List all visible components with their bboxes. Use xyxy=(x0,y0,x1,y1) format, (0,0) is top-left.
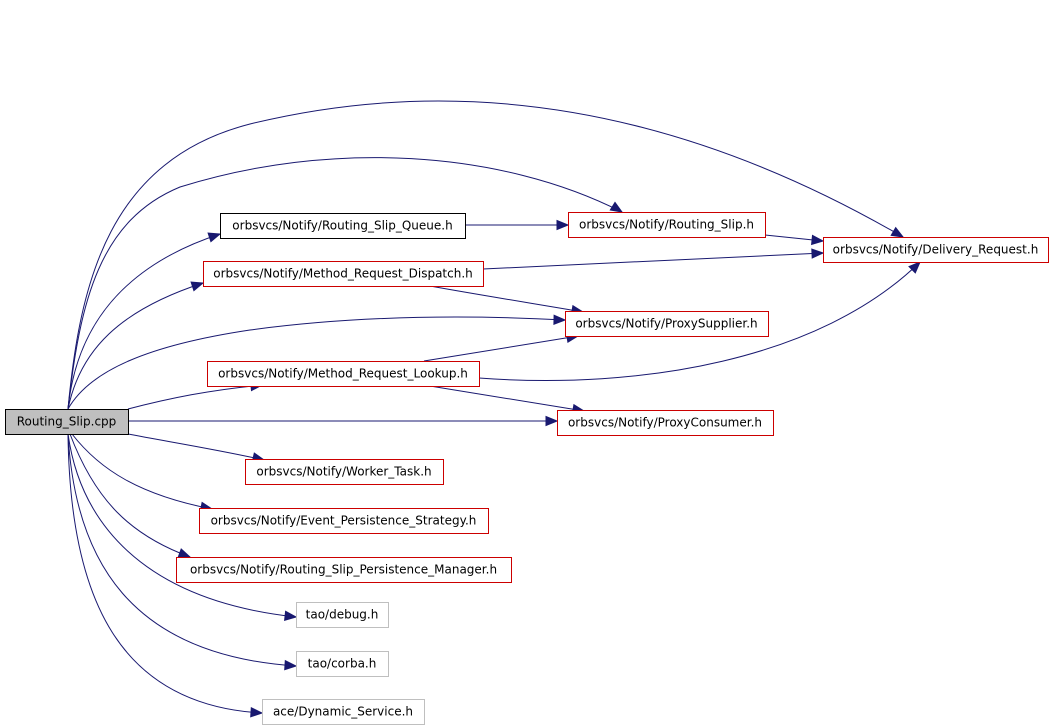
arrowhead-icon xyxy=(609,201,624,213)
node-label: tao/debug.h xyxy=(306,608,379,622)
edge-line xyxy=(67,316,566,410)
node-label: orbsvcs/Notify/ProxySupplier.h xyxy=(575,317,757,331)
node-box xyxy=(823,237,1049,263)
node-event-persistence-strategy-h[interactable]: orbsvcs/Notify/Event_Persistence_Strateg… xyxy=(199,508,489,534)
nodes-layer: Routing_Slip.cpp orbsvcs/Notify/Routing_S… xyxy=(5,212,1049,725)
arrowhead-icon xyxy=(284,610,298,621)
arrowhead-icon xyxy=(545,415,559,427)
arrowhead-icon xyxy=(908,261,921,274)
node-method-request-lookup-h[interactable]: orbsvcs/Notify/Method_Request_Lookup.h xyxy=(207,361,480,387)
arrowhead-icon xyxy=(811,248,825,259)
edge-routing-slip-cpp-to-routing-slip-queue-h xyxy=(67,232,222,410)
node-box xyxy=(245,459,444,485)
node-label: Routing_Slip.cpp xyxy=(17,415,117,429)
node-label: orbsvcs/Notify/Routing_Slip_Queue.h xyxy=(232,219,452,233)
node-tao-corba-h[interactable]: tao/corba.h xyxy=(296,651,389,677)
node-delivery-request-h[interactable]: orbsvcs/Notify/Delivery_Request.h xyxy=(823,237,1049,263)
edge-line xyxy=(71,433,213,510)
node-box xyxy=(296,602,389,628)
edge-line xyxy=(67,433,297,667)
edge-line xyxy=(67,282,204,410)
node-label: orbsvcs/Notify/Event_Persistence_Strateg… xyxy=(211,514,477,528)
edge-line xyxy=(478,261,921,382)
node-box xyxy=(557,410,774,436)
arrowhead-icon xyxy=(556,219,570,231)
edge-line xyxy=(67,433,297,618)
edge-routing-slip-queue-h-to-routing-slip-h xyxy=(465,219,570,231)
node-box xyxy=(199,508,489,534)
node-label: orbsvcs/Notify/Routing_Slip_Persistence_… xyxy=(190,563,497,577)
edge-method-request-dispatch-h-to-proxy-supplier-h xyxy=(429,285,585,316)
node-box xyxy=(565,311,769,337)
arrowhead-icon xyxy=(284,659,298,671)
node-label: tao/corba.h xyxy=(308,657,377,671)
edge-line xyxy=(67,100,904,410)
arrowhead-icon xyxy=(190,281,205,292)
node-label: orbsvcs/Notify/Delivery_Request.h xyxy=(833,243,1039,257)
node-worker-task-h[interactable]: orbsvcs/Notify/Worker_Task.h xyxy=(245,459,444,485)
node-routing-slip-persistence-manager-h[interactable]: orbsvcs/Notify/Routing_Slip_Persistence_… xyxy=(176,557,512,583)
node-label: orbsvcs/Notify/ProxyConsumer.h xyxy=(568,416,762,430)
arrowhead-icon xyxy=(553,314,567,326)
edge-method-request-dispatch-h-to-delivery-request-h xyxy=(482,248,825,270)
node-box xyxy=(207,361,480,387)
node-box xyxy=(5,409,129,435)
node-label: orbsvcs/Notify/Worker_Task.h xyxy=(256,465,431,479)
edge-method-request-lookup-h-to-proxy-supplier-h xyxy=(423,332,580,362)
node-label: orbsvcs/Notify/Method_Request_Dispatch.h xyxy=(213,267,473,281)
edge-line xyxy=(67,433,263,714)
node-routing-slip-cpp: Routing_Slip.cpp xyxy=(5,409,129,435)
edge-routing-slip-cpp-to-routing-slip-h xyxy=(67,157,624,410)
node-ace-dynamic-service-h[interactable]: ace/Dynamic_Service.h xyxy=(262,699,425,725)
edge-method-request-lookup-h-to-delivery-request-h xyxy=(478,261,921,382)
edge-line xyxy=(127,384,263,410)
node-box xyxy=(262,699,425,725)
edge-routing-slip-cpp-to-delivery-request-h xyxy=(67,100,905,410)
edge-routing-slip-cpp-to-ace-dynamic-service-h xyxy=(67,433,264,718)
edge-line xyxy=(482,252,824,270)
edges-layer xyxy=(67,100,921,718)
node-tao-debug-h[interactable]: tao/debug.h xyxy=(296,602,389,628)
node-label: orbsvcs/Notify/Method_Request_Lookup.h xyxy=(218,367,468,381)
node-box xyxy=(296,651,389,677)
edge-routing-slip-cpp-to-worker-task-h xyxy=(127,433,266,463)
node-label: ace/Dynamic_Service.h xyxy=(273,705,413,719)
edge-routing-slip-cpp-to-proxy-consumer-h xyxy=(128,415,559,427)
node-method-request-dispatch-h[interactable]: orbsvcs/Notify/Method_Request_Dispatch.h xyxy=(203,261,484,287)
edge-routing-slip-cpp-to-tao-debug-h xyxy=(67,433,298,621)
edge-line xyxy=(69,433,191,558)
arrowhead-icon xyxy=(890,226,905,238)
node-box xyxy=(203,261,484,287)
arrowhead-icon xyxy=(250,707,264,718)
node-proxy-consumer-h[interactable]: orbsvcs/Notify/ProxyConsumer.h xyxy=(557,410,774,436)
edge-line xyxy=(127,433,265,461)
arrowhead-icon xyxy=(177,548,192,559)
edge-line xyxy=(429,385,585,412)
edge-routing-slip-cpp-to-tao-corba-h xyxy=(67,433,298,671)
node-box xyxy=(568,212,766,238)
edge-line xyxy=(423,335,579,362)
arrowhead-icon xyxy=(811,234,825,246)
arrowhead-icon xyxy=(207,232,222,243)
node-proxy-supplier-h[interactable]: orbsvcs/Notify/ProxySupplier.h xyxy=(565,311,769,337)
edge-line xyxy=(67,157,623,410)
node-routing-slip-queue-h[interactable]: orbsvcs/Notify/Routing_Slip_Queue.h xyxy=(220,213,466,239)
node-routing-slip-h[interactable]: orbsvcs/Notify/Routing_Slip.h xyxy=(568,212,766,238)
node-box xyxy=(176,557,512,583)
edge-routing-slip-cpp-to-proxy-supplier-h xyxy=(67,314,567,410)
edge-line xyxy=(67,233,221,410)
node-box xyxy=(220,213,466,239)
edge-method-request-lookup-h-to-proxy-consumer-h xyxy=(429,385,586,415)
edge-line xyxy=(429,285,584,313)
edge-routing-slip-cpp-to-method-request-dispatch-h xyxy=(67,281,205,410)
node-label: orbsvcs/Notify/Routing_Slip.h xyxy=(579,218,754,232)
edge-routing-slip-h-to-delivery-request-h xyxy=(764,234,825,246)
